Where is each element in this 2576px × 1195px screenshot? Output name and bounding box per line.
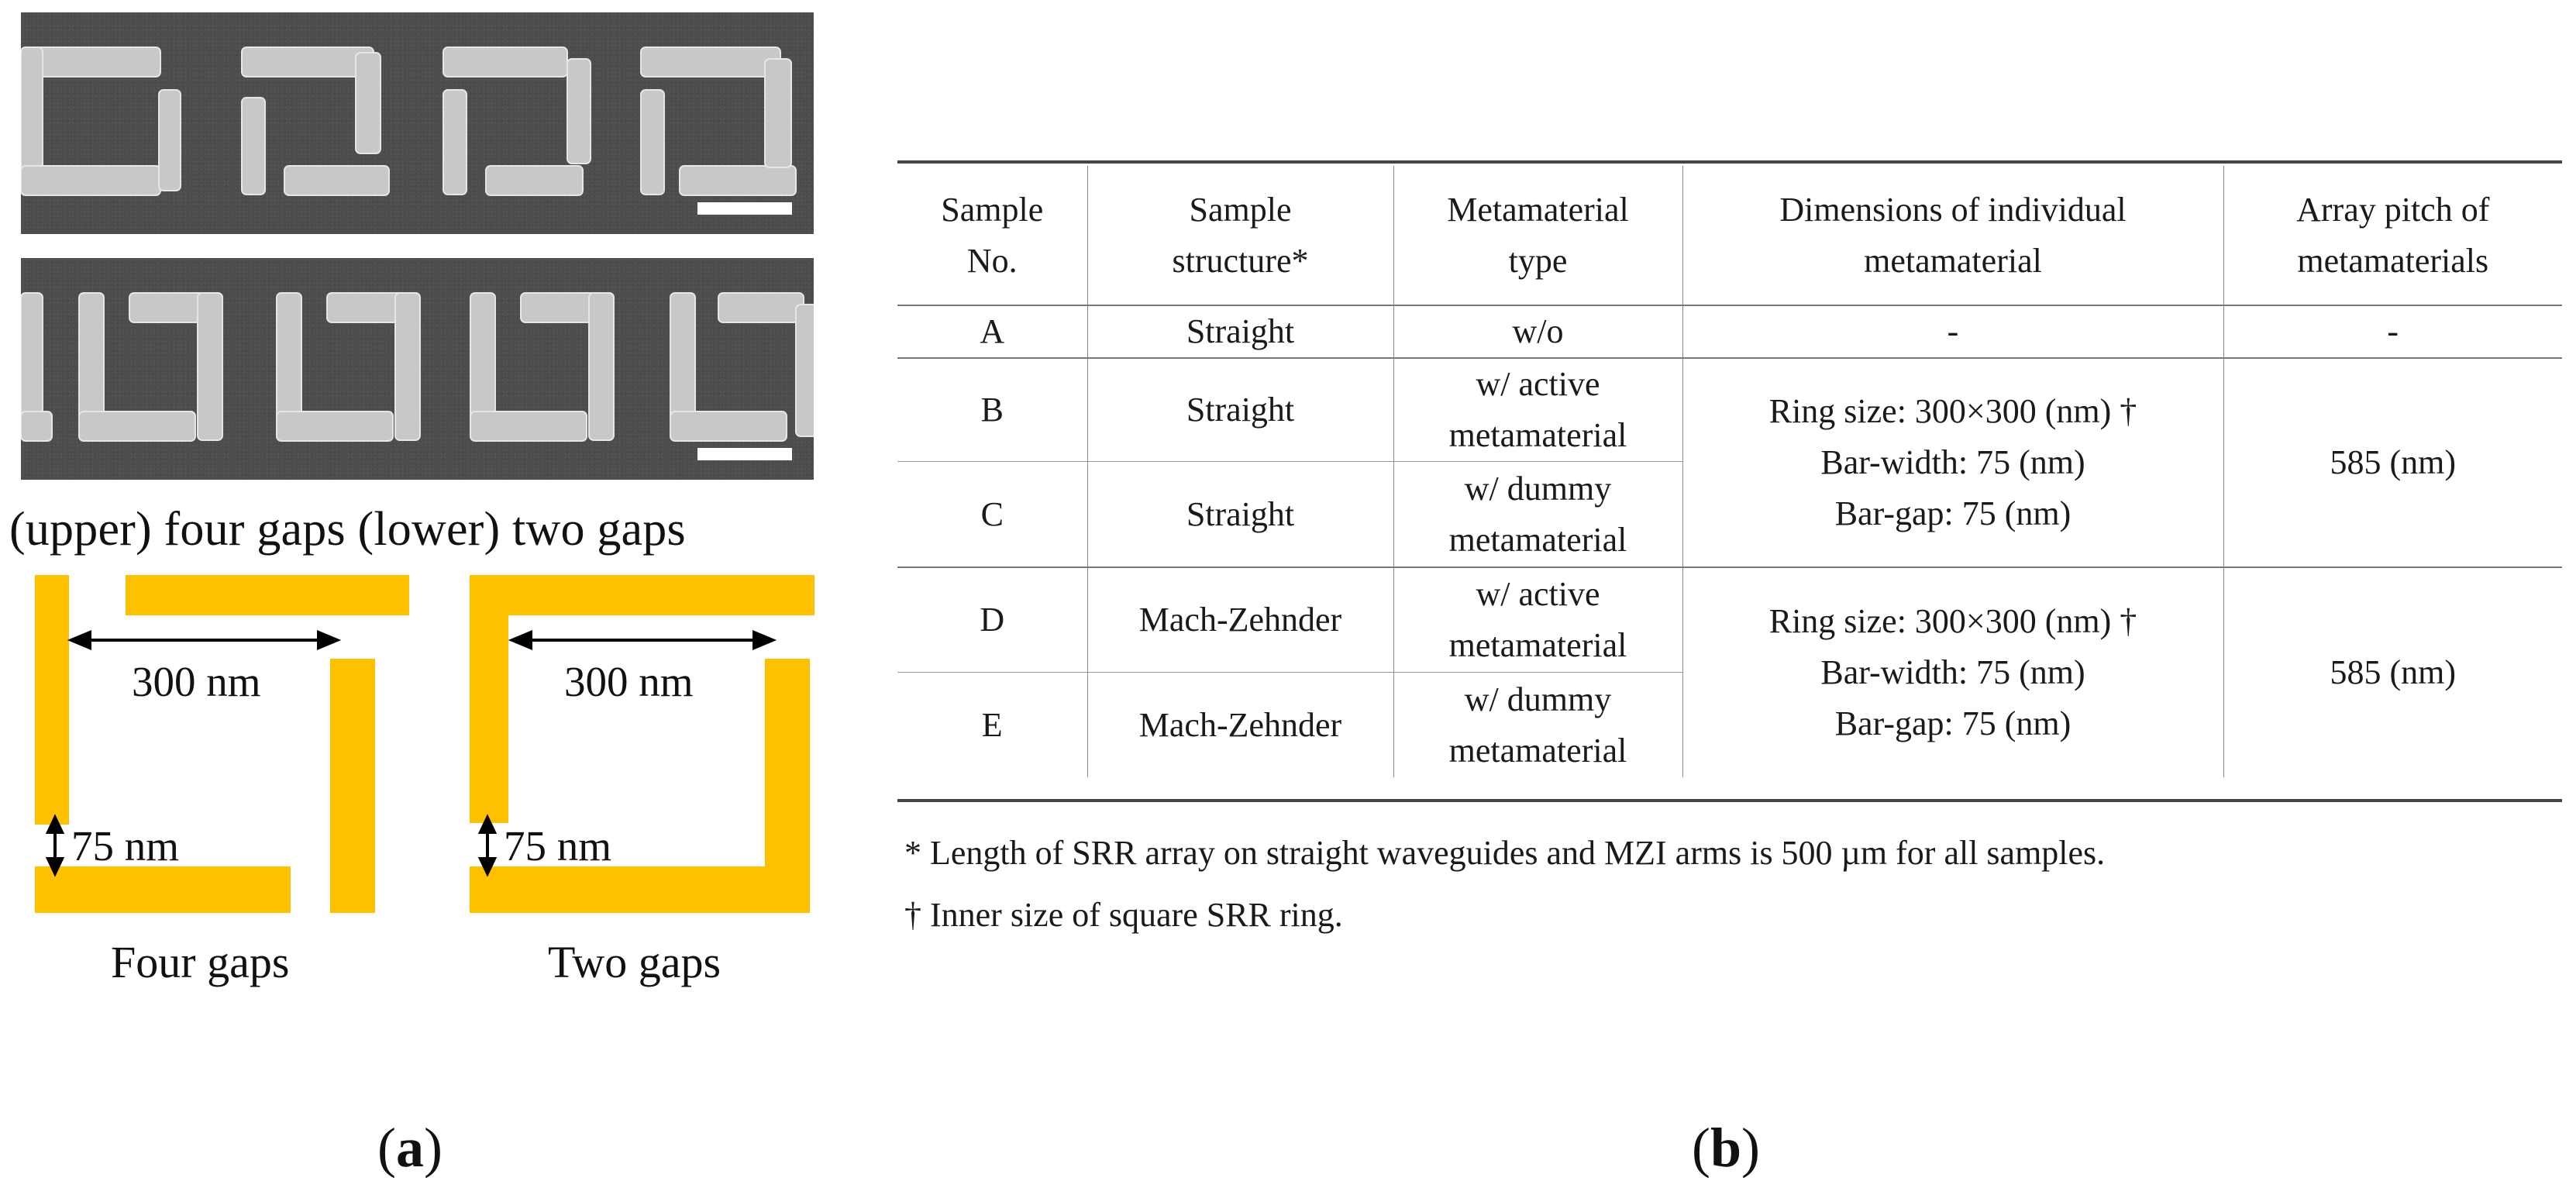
sem-two-gaps-structures [21,292,814,460]
cell-structure: Straight [1087,305,1394,359]
sem-four-gaps-structures [21,46,797,215]
four-gaps-ring [35,575,409,913]
header-array-pitch: Array pitch of metamaterials [2223,166,2562,306]
two-gaps-schematic [470,575,814,913]
cell-pitch-bc: 585 (nm) [2223,358,2562,568]
sem-caption: (upper) four gaps (lower) two gaps [9,503,686,556]
four-gaps-schematic [35,575,409,913]
two-gaps-dimension-arrows [477,630,777,877]
table-header-row: Sample No. Sample structure* Metamateria… [897,166,2562,306]
footnote-inner-size: † Inner size of square SRR ring. [904,896,1343,934]
cell-no: A [897,305,1088,359]
cell-dimensions: - [1682,305,2224,359]
table-row: C Straight w/ dummy metamaterial [897,461,2562,568]
panel-label-a: (a) [377,1117,443,1179]
header-dimensions: Dimensions of individual metamaterial [1682,166,2224,306]
footnote-length: * Length of SRR array on straight wavegu… [904,834,2106,872]
sem-image-two-gaps [21,258,814,480]
cell-structure: Straight [1087,461,1394,568]
sem-image-four-gaps [21,12,814,234]
cell-type: w/ dummy metamaterial [1393,672,1683,777]
table-row: E Mach-Zehnder w/ dummy metamaterial [897,672,2562,777]
header-sample-structure: Sample structure* [1087,166,1394,306]
two-gaps-bar-dim: 75 nm [504,822,612,870]
four-gaps-label: Four gaps [111,937,290,987]
two-gaps-ring [470,575,814,913]
cell-structure: Straight [1087,358,1394,462]
cell-structure: Mach-Zehnder [1087,672,1394,777]
header-metamaterial-type: Metamaterial type [1393,166,1683,306]
table-row: A Straight w/o - - [897,305,2562,359]
four-gaps-bar-dim: 75 nm [71,822,180,870]
cell-no: C [897,461,1088,568]
table-row: B Straight w/ active metamaterial Ring s… [897,358,2562,568]
cell-no: E [897,672,1088,777]
cell-dimensions-bc: Ring size: 300×300 (nm) † Bar-width: 75 … [1682,358,2224,568]
cell-type: w/ dummy metamaterial [1393,461,1683,568]
cell-type: w/o [1393,305,1683,359]
cell-dimensions-de: Ring size: 300×300 (nm) † Bar-width: 75 … [1682,567,2224,777]
four-gaps-ring-dim: 300 nm [132,658,261,705]
cell-no: B [897,358,1088,462]
cell-pitch-de: 585 (nm) [2223,567,2562,777]
cell-type: w/ active metamaterial [1393,358,1683,462]
header-sample-no: Sample No. [897,166,1088,306]
cell-no: D [897,567,1088,673]
sample-table: Sample No. Sample structure* Metamateria… [897,160,2562,802]
two-gaps-label: Two gaps [548,937,721,987]
four-gaps-dimension-arrows [45,630,342,877]
table-row: D Mach-Zehnder w/ active metamaterial Ri… [897,567,2562,777]
cell-pitch: - [2223,305,2562,359]
cell-type: w/ active metamaterial [1393,567,1683,673]
panel-label-b: (b) [1692,1117,1761,1179]
cell-structure: Mach-Zehnder [1087,567,1394,673]
two-gaps-ring-dim: 300 nm [564,658,694,705]
